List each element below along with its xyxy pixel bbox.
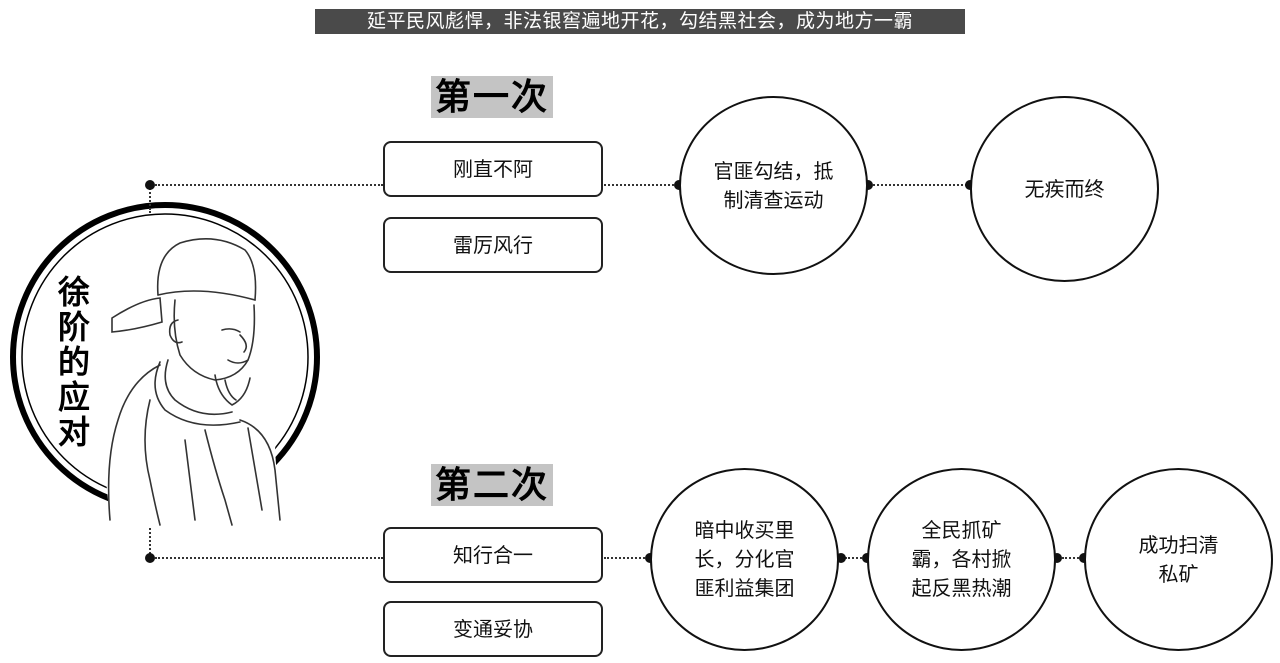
connector-dot — [1052, 553, 1062, 563]
circle-line: 私矿 — [1158, 561, 1199, 586]
first-box-resolute: 雷厉风行 — [383, 217, 603, 273]
connector-second-to-box — [155, 557, 383, 559]
portrait-emblem — [10, 202, 320, 526]
circle-line: 制清查运动 — [723, 187, 824, 212]
scholar-figure-icon — [107, 238, 281, 526]
circle-line: 官匪勾结，抵 — [713, 158, 834, 183]
circle-line: 匪利益集团 — [694, 576, 795, 600]
first-box-upright: 刚直不阿 — [383, 141, 603, 197]
connector-circle1-to-circle2 — [870, 184, 970, 186]
second-circle-mobilize: 全民抓矿 霸，各村掀 起反黑热潮 — [867, 468, 1056, 651]
connector-vertical-first — [149, 185, 151, 213]
connector-dot — [863, 180, 873, 190]
header-banner: 延平民风彪悍，非法银窖遍地开花，勾结黑社会，成为地方一霸 — [315, 9, 965, 34]
emblem-title-char: 的 — [57, 343, 90, 381]
second-circle-bribe: 暗中收买里 长，分化官 匪利益集团 — [650, 468, 839, 651]
connector-box-to-circle1 — [604, 184, 674, 186]
circle-line: 成功扫清 — [1138, 532, 1219, 557]
emblem-title-char: 徐 — [57, 273, 90, 311]
first-circle-outcome: 无疾而终 — [970, 96, 1159, 282]
connector-dot — [836, 553, 846, 563]
connector-vertical-second — [149, 528, 151, 558]
connector-box-to-circle3 — [604, 557, 648, 559]
circle-line: 起反黑热潮 — [911, 576, 1012, 600]
connector-dot — [145, 553, 155, 563]
connector-first-to-box — [155, 184, 383, 186]
second-box-unity: 知行合一 — [383, 527, 603, 583]
second-box-flexible: 变通妥协 — [383, 601, 603, 657]
section-title-second: 第二次 — [431, 464, 553, 506]
connector-dot — [145, 180, 155, 190]
circle-line: 暗中收买里 — [694, 518, 795, 542]
first-circle-collusion: 官匪勾结，抵 制清查运动 — [679, 96, 868, 275]
circle-line: 无疾而终 — [1024, 176, 1105, 201]
circle-line: 霸，各村掀 — [911, 547, 1012, 571]
circle-line: 全民抓矿 — [921, 518, 1002, 542]
emblem-title-char: 对 — [57, 413, 90, 451]
section-title-first: 第一次 — [431, 76, 553, 118]
connector-circle3-to-circle4 — [845, 557, 869, 559]
circle-line: 长，分化官 — [694, 547, 795, 571]
emblem-title-char: 应 — [57, 378, 90, 416]
second-circle-success: 成功扫清 私矿 — [1084, 468, 1273, 651]
connector-circle4-to-circle5 — [1062, 557, 1086, 559]
emblem-title-char: 阶 — [57, 308, 90, 346]
emblem-title: 徐 阶 的 应 对 — [52, 275, 96, 450]
